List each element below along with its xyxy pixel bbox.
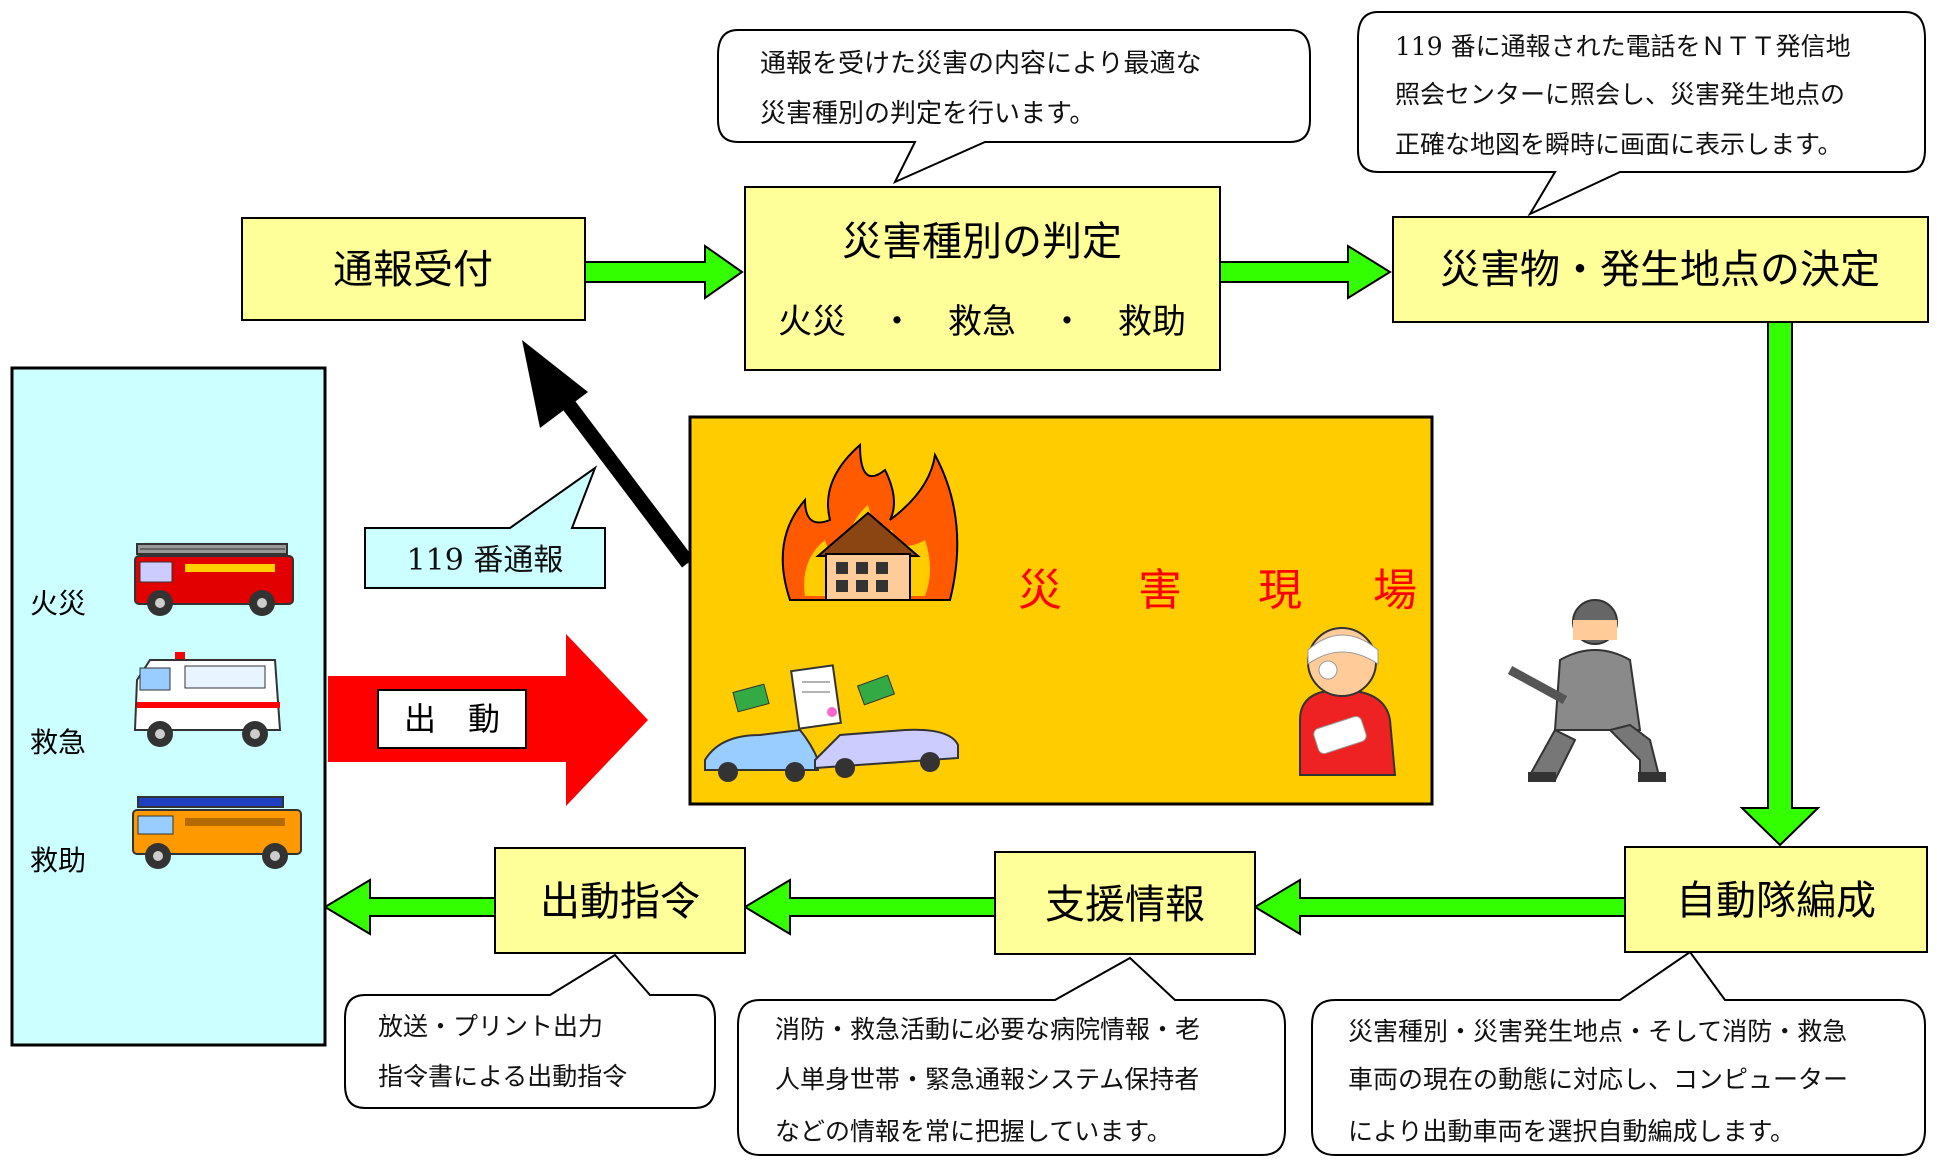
callout-dispatch-order: 放送・プリント出力 指令書による出動指令	[344, 953, 716, 1109]
scene-title-char-2: 害	[1138, 565, 1182, 616]
callout-support-line-1: 消防・救急活動に必要な病院情報・老	[775, 1015, 1200, 1044]
step-support-label: 支援情報	[1045, 882, 1205, 928]
arrow-classification-to-location	[1219, 244, 1392, 300]
callout-classification-line-2: 災害種別の判定を行います。	[760, 99, 1095, 129]
step-reception-label: 通報受付	[333, 247, 493, 293]
step-location-label: 災害物・発生地点の決定	[1440, 247, 1880, 293]
callout-dispatch-order-line-1: 放送・プリント出力	[378, 1012, 603, 1041]
step-classification: 災害種別の判定 火災 ・ 救急 ・ 救助	[744, 186, 1221, 371]
step-dispatch-order-label: 出動指令	[540, 879, 700, 925]
step-classification-sub: 火災 ・ 救急 ・ 救助	[778, 302, 1186, 342]
step-support: 支援情報	[994, 851, 1256, 955]
disaster-scene: 災 害 現 場	[688, 415, 1434, 806]
rescue-truck-icon	[132, 796, 302, 869]
arrow-location-to-formation	[1739, 321, 1821, 847]
arrow-reception-to-classification	[584, 244, 744, 300]
ambulance-icon	[133, 652, 282, 747]
scene-title-char-3: 現	[1258, 565, 1302, 616]
callout-formation-line-3: により出動車両を選択自動編成します。	[1348, 1117, 1795, 1146]
scene-title-char-1: 災	[1018, 565, 1062, 616]
callout-dispatch-order-line-2: 指令書による出動指令	[378, 1062, 627, 1091]
callout-location: 119 番に通報された電話をＮＴＴ発信地 照会センターに照会し、災害発生地点の …	[1357, 11, 1926, 217]
dispatch-arrow-label: 出 動	[404, 700, 500, 738]
traffic-accident-icon	[704, 664, 959, 782]
callout-classification: 通報を受けた災害の内容により最適な 災害種別の判定を行います。	[717, 29, 1311, 185]
burning-house-icon	[781, 442, 959, 601]
step-reception: 通報受付	[241, 217, 586, 321]
fire-engine-icon	[134, 543, 294, 616]
step-classification-label: 災害種別の判定	[842, 219, 1122, 265]
dispatch-arrow-label-box	[377, 689, 527, 749]
step-location: 災害物・発生地点の決定	[1392, 216, 1929, 323]
injured-person-icon	[1299, 627, 1397, 776]
step-formation-label: 自動隊編成	[1676, 878, 1876, 924]
callout-classification-line-1: 通報を受けた災害の内容により最適な	[760, 49, 1201, 79]
firefighter-icon	[1507, 599, 1666, 782]
callout-formation-line-1: 災害種別・災害発生地点・そして消防・救急	[1348, 1017, 1847, 1046]
callout-support: 消防・救急活動に必要な病院情報・老 人単身世帯・緊急通報システム保持者 などの情…	[737, 956, 1286, 1156]
step-formation: 自動隊編成	[1624, 846, 1928, 953]
callout-support-line-2: 人単身世帯・緊急通報システム保持者	[775, 1065, 1199, 1094]
callout-location-line-3: 正確な地図を瞬時に画面に表示します。	[1395, 130, 1843, 159]
callout-119-report-text: 119 番通報	[407, 543, 564, 578]
unit-ambulance-label: 救急	[30, 726, 86, 759]
dispatch-arrow: 出 動	[328, 634, 648, 806]
unit-rescue-label: 救助	[30, 844, 86, 877]
arrow-dispatch-order-to-units	[323, 878, 496, 936]
arrow-support-to-dispatch-order	[743, 878, 996, 936]
callout-119-report: 119 番通報	[364, 465, 606, 589]
callout-location-line-2: 照会センターに照会し、災害発生地点の	[1395, 80, 1845, 109]
arrow-119-report	[522, 340, 694, 568]
arrow-formation-to-support	[1253, 878, 1626, 936]
unit-fire-label: 火災	[30, 587, 86, 620]
callout-support-line-3: などの情報を常に把握しています。	[775, 1117, 1172, 1146]
callout-formation-line-2: 車両の現在の動態に対応し、コンピューター	[1348, 1065, 1848, 1094]
step-dispatch-order: 出動指令	[494, 847, 746, 954]
units-panel: 火災 救急 救助	[10, 366, 327, 1047]
callout-formation: 災害種別・災害発生地点・そして消防・救急 車両の現在の動態に対応し、コンピュータ…	[1311, 950, 1926, 1156]
callout-location-line-1: 119 番に通報された電話をＮＴＴ発信地	[1395, 32, 1851, 61]
scene-title-char-4: 場	[1373, 565, 1417, 616]
